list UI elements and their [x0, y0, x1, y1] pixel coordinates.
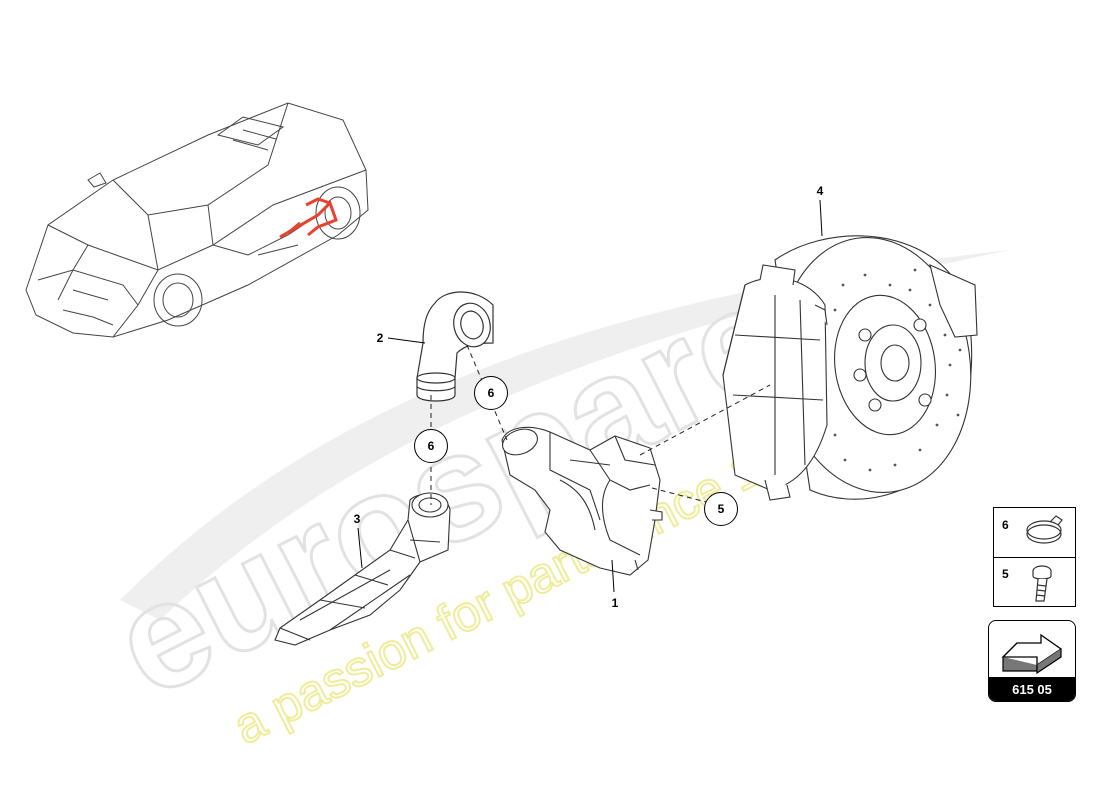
bolt-icon [1032, 565, 1052, 602]
legend-row-6: 6 [994, 508, 1075, 558]
part-label-2: 2 [376, 331, 384, 345]
legend-number-5: 5 [1002, 567, 1009, 581]
highlighted-air-duct [279, 197, 338, 239]
legend-row-5: 5 [994, 557, 1075, 606]
section-arrow-icon [1001, 633, 1063, 675]
leader-line-3 [357, 527, 363, 569]
section-code: 615 05 [989, 677, 1075, 701]
callout-5: 5 [704, 492, 738, 526]
dashed-connector-6-top [466, 344, 508, 441]
callout-6-upper: 6 [474, 376, 508, 410]
fastener-legend: 6 5 [993, 507, 1076, 607]
callout-6-lower: 6 [414, 429, 448, 463]
part-3-air-duct-illustration [274, 492, 451, 646]
legend-number-6: 6 [1002, 518, 1009, 532]
hose-clamp-icon [1026, 515, 1063, 544]
part-label-1: 1 [611, 596, 619, 610]
part-label-3: 3 [353, 512, 361, 526]
car-overview-illustration [25, 102, 369, 338]
dashed-connector-brake [639, 384, 771, 456]
part-label-4: 4 [816, 184, 824, 198]
part-4-brake-assembly-illustration [722, 235, 978, 501]
leader-line-4 [819, 199, 823, 237]
part-2-elbow-hose-illustration [416, 291, 494, 402]
leader-line-2 [387, 337, 426, 344]
section-badge: 615 05 [988, 620, 1076, 702]
part-1-air-duct-assembly-illustration [501, 426, 663, 576]
leader-line-1 [611, 559, 615, 593]
